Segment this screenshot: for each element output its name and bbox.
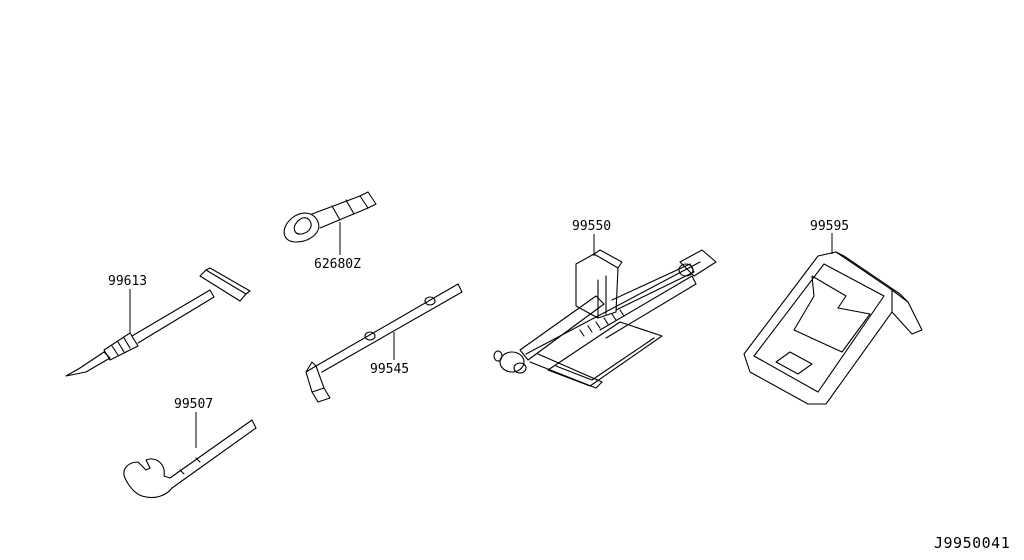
label-99595: 99595 [810, 219, 849, 234]
label-99507: 99507 [174, 397, 213, 412]
label-62680Z: 62680Z [314, 257, 361, 272]
part-62680Z[interactable]: 62680Z [283, 191, 377, 272]
label-99613: 99613 [108, 274, 147, 289]
part-99595[interactable]: 99595 [743, 219, 923, 405]
part-99545[interactable]: 99545 [305, 283, 463, 403]
label-99545: 99545 [370, 362, 409, 377]
diagram-code: J9950041 [934, 534, 1010, 552]
part-99507[interactable]: 99507 [123, 397, 257, 499]
label-99550: 99550 [572, 219, 611, 234]
part-99550[interactable]: 99550 [493, 219, 717, 389]
part-99613[interactable]: 99613 [65, 267, 251, 377]
